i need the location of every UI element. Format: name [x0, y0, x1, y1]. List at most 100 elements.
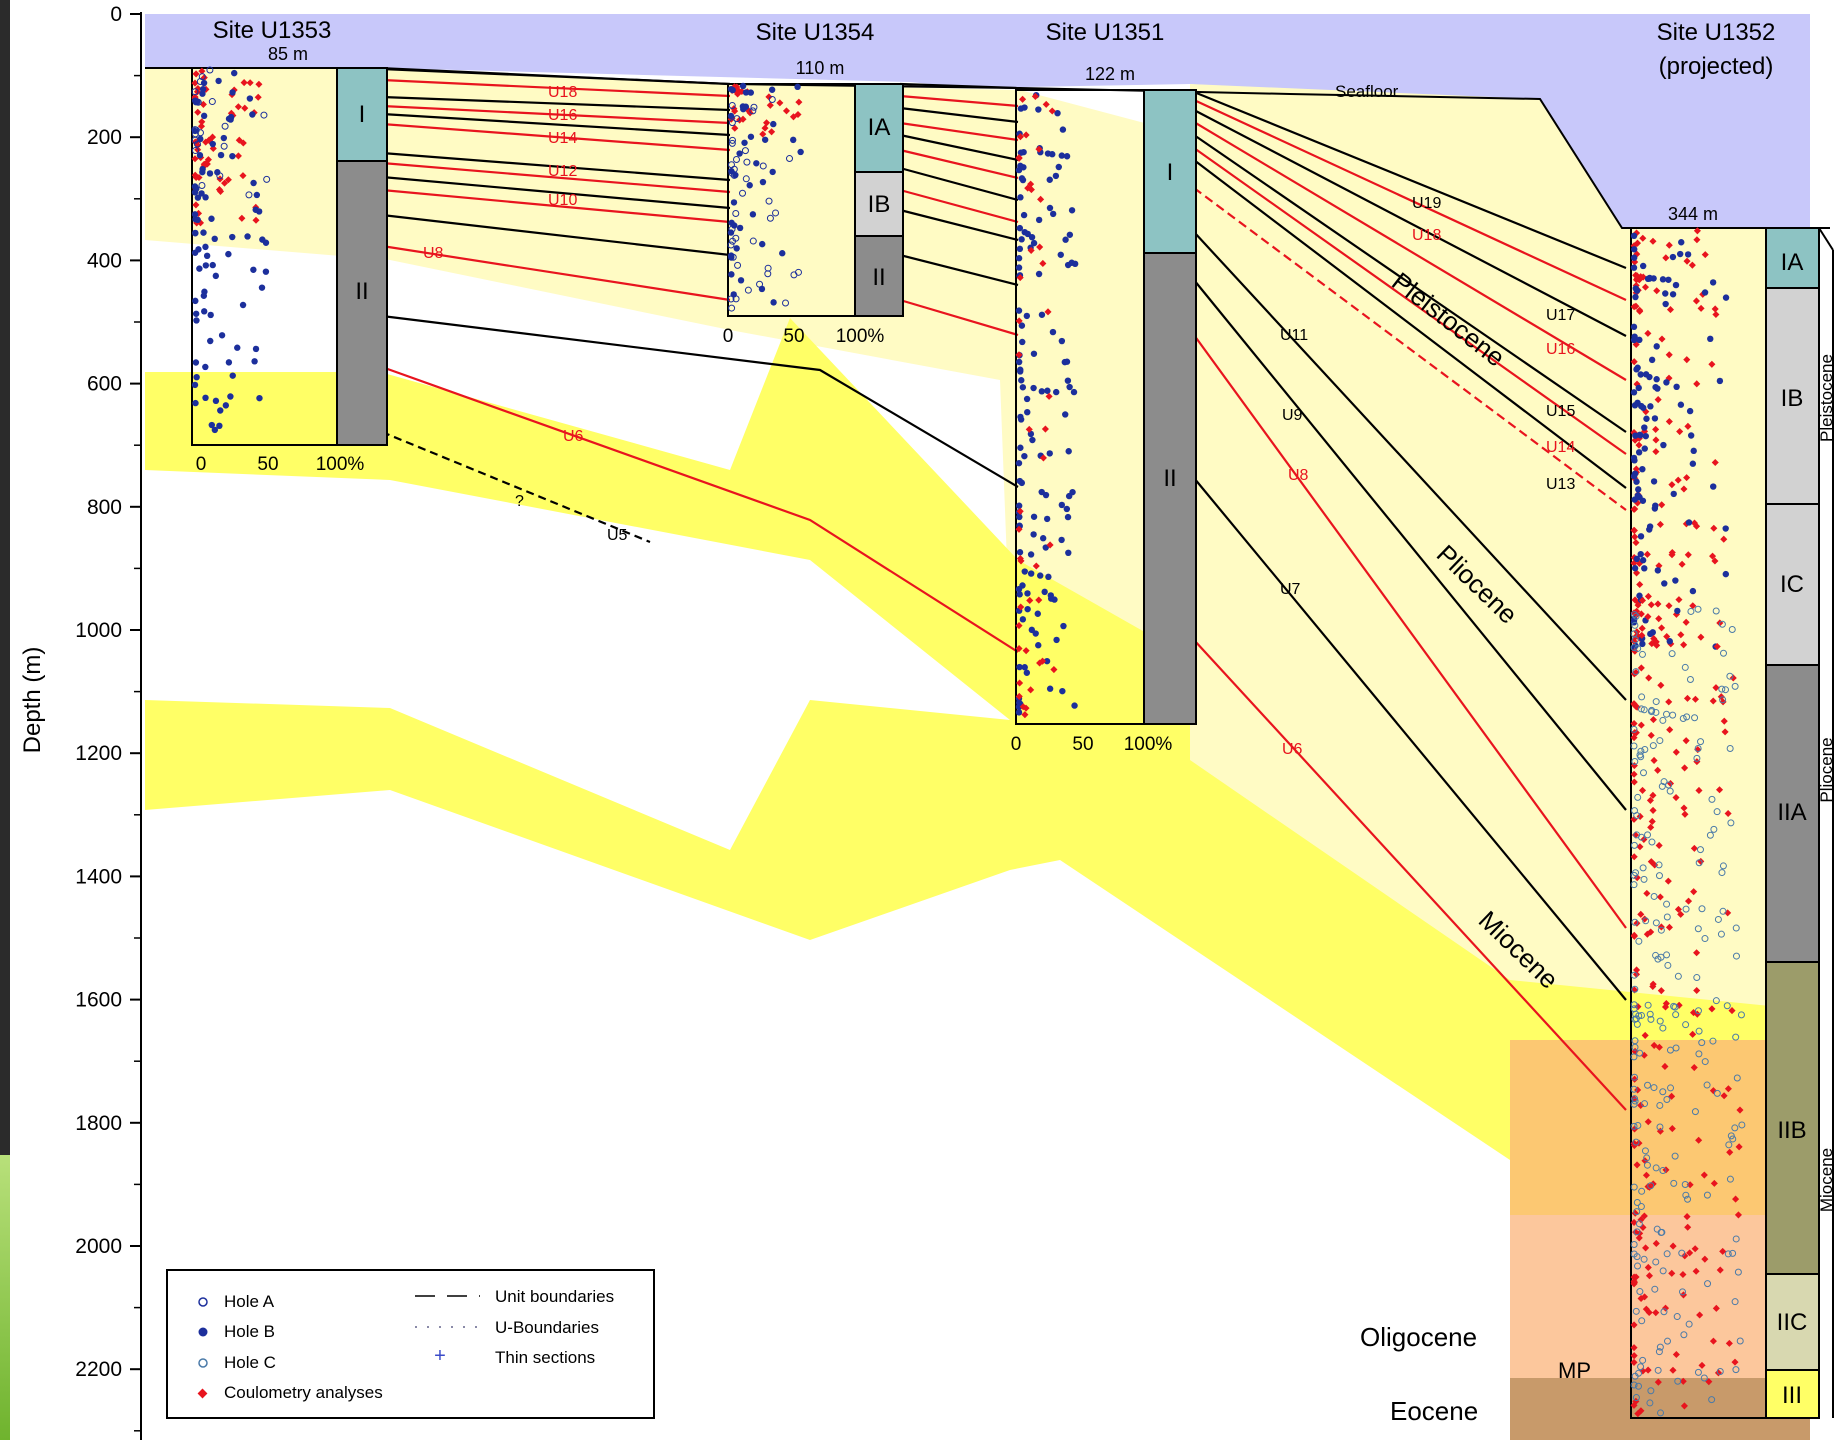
hole-b-point [1652, 505, 1658, 511]
hole-b-point [1691, 448, 1697, 454]
side-epoch-pliocene: Pliocene [1817, 737, 1836, 802]
hole-b-point [259, 284, 265, 290]
hole-b-point [1636, 385, 1642, 391]
hole-b-point [250, 267, 256, 273]
hole-b-point [1632, 432, 1638, 438]
legend-hole-c: Hole C [224, 1353, 276, 1372]
hole-b-point [229, 234, 235, 240]
hole-b-point [1030, 531, 1036, 537]
hole-b-point [226, 359, 232, 365]
hole-b-point [207, 312, 213, 318]
hole-b-point [1031, 240, 1037, 246]
depth-tick-label: 800 [87, 496, 122, 519]
hole-b-point [218, 152, 224, 158]
label-u13: U13 [1546, 476, 1575, 493]
hole-b-point [741, 140, 747, 146]
hole-b-point [1024, 606, 1030, 612]
hole-b-point [1653, 376, 1659, 382]
hole-b-point [779, 250, 785, 256]
hole-b-point [1652, 415, 1658, 421]
hole-b-point [208, 216, 214, 222]
hole-b-point [1058, 252, 1064, 258]
hole-b-point [1631, 473, 1637, 479]
hole-b-point [1045, 574, 1051, 580]
hole-b-point [1058, 537, 1064, 543]
hole-b-point [250, 180, 256, 186]
hole-b-point [193, 317, 199, 323]
site-u1354-title: Site U1354 [756, 19, 875, 46]
site-u1353-pct-100: 100% [316, 454, 365, 475]
hole-b-point [1631, 455, 1637, 461]
hole-b-point [1028, 551, 1034, 557]
hole-b-point [263, 268, 269, 274]
legend-hole-b: Hole B [224, 1322, 275, 1341]
hole-b-point [1653, 343, 1659, 349]
epoch-eocene: Eocene [1390, 1396, 1478, 1426]
hole-b-point [1062, 411, 1068, 417]
hole-b-point [1031, 351, 1037, 357]
hole-b-point [216, 423, 222, 429]
hole-b-point [1053, 389, 1059, 395]
hole-b-point [1647, 403, 1653, 409]
hole-b-point [1673, 384, 1679, 390]
hole-b-point [202, 364, 208, 370]
correlation-diagram-svg: 0200400600800100012001400160018002000220… [10, 0, 1837, 1440]
hole-b-point [201, 113, 207, 119]
hole-b-point [217, 407, 223, 413]
hole-b-point [1040, 535, 1046, 541]
depth-tick-label: 1000 [75, 619, 122, 642]
site-u1354-pct-0: 0 [723, 326, 734, 347]
hole-b-point [1065, 448, 1071, 454]
label-u16-right: U16 [1546, 341, 1575, 358]
depth-tick-label: 1800 [75, 1112, 122, 1135]
hole-b-point [1065, 514, 1071, 520]
hole-b-point [230, 372, 236, 378]
hole-b-point [1688, 432, 1694, 438]
hole-b-point [1071, 702, 1077, 708]
hole-b-point [1678, 239, 1684, 245]
hole-b-point [1710, 483, 1716, 489]
hole-b-point [1043, 492, 1049, 498]
hole-b-point [204, 253, 210, 259]
hole-b-point [253, 346, 259, 352]
hole-b-point [1072, 261, 1078, 267]
hole-b-point [201, 80, 207, 86]
hole-b-point [737, 225, 743, 231]
site-u1354-pct-50: 50 [783, 326, 804, 347]
hole-b-point [1635, 492, 1641, 498]
site-u1353-unit-ii-label: II [355, 278, 368, 305]
hole-b-point [747, 182, 753, 188]
hole-b-point [1060, 623, 1066, 629]
depth-tick-label: 1200 [75, 742, 122, 765]
hole-b-point [1677, 251, 1683, 257]
hole-b-point [263, 240, 269, 246]
hole-b-point [1019, 339, 1025, 345]
hole-b-point [1632, 402, 1638, 408]
site-u1352-unit-ia-label: IA [1781, 249, 1804, 276]
lithology-fills [145, 14, 1810, 1440]
hole-b-point [1048, 595, 1054, 601]
hole-b-point [1039, 388, 1045, 394]
label-u6-left: U6 [563, 428, 584, 445]
site-u1352-depth: 344 m [1668, 204, 1718, 224]
hole-b-point [213, 273, 219, 279]
hole-b-point [1646, 275, 1652, 281]
site-u1354-pct-100: 100% [836, 326, 885, 347]
hole-b-point [1037, 572, 1043, 578]
hole-b-point [1039, 312, 1045, 318]
hole-b-point [728, 271, 734, 277]
hole-b-point [1019, 175, 1025, 181]
hole-b-point [1018, 236, 1024, 242]
hole-b-point [215, 78, 221, 84]
hole-b-point [1640, 263, 1646, 269]
legend-thin-sections: Thin sections [495, 1348, 595, 1367]
hole-b-point [207, 170, 213, 176]
hole-b-point [1671, 491, 1677, 497]
hole-b-point [195, 246, 201, 252]
label-u14-right: U14 [1546, 439, 1575, 456]
hole-b-point [1634, 287, 1640, 293]
hole-b-point [1065, 550, 1071, 556]
hole-b-point [194, 217, 200, 223]
hole-b-point [1053, 173, 1059, 179]
hole-b-point [1069, 207, 1075, 213]
